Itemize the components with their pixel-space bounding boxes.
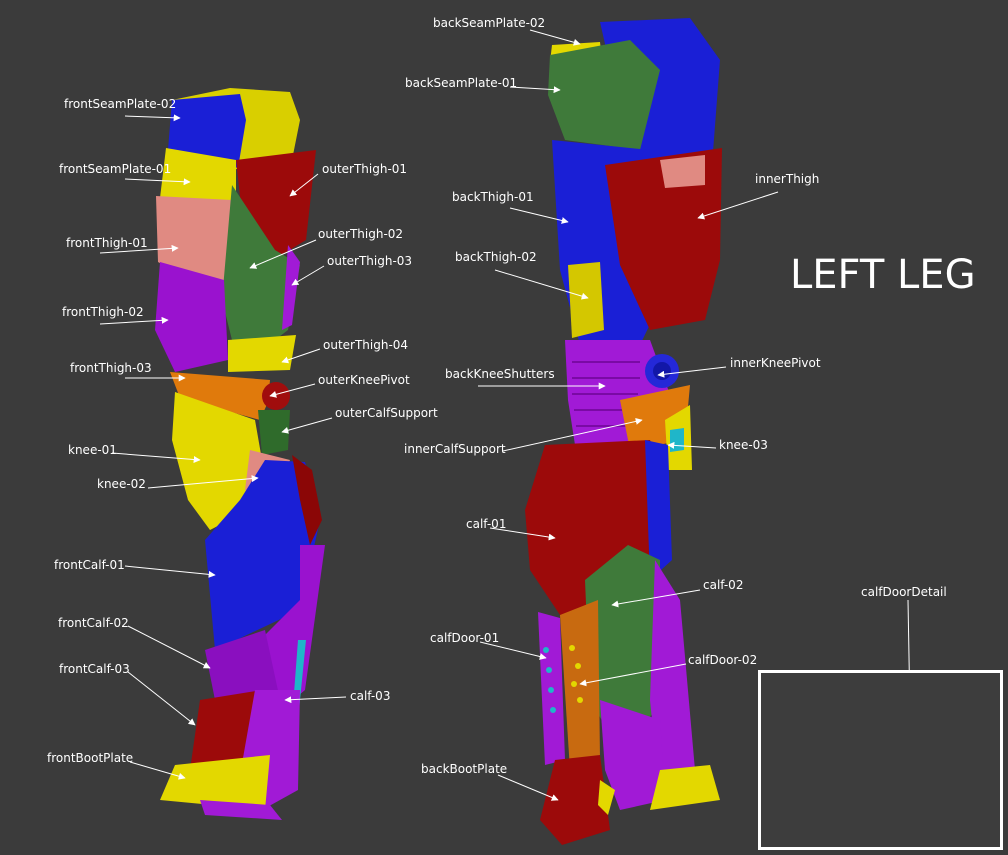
arrow-back-thigh-01 [509, 207, 569, 224]
label-back-thigh-01: backThigh-01 [452, 190, 534, 204]
label-back-seam-plate-01: backSeamPlate-01 [405, 76, 518, 90]
arrow-back-seam-plate-02 [529, 29, 581, 46]
arrow-front-thigh-01 [99, 244, 179, 254]
arrow-calf-02 [611, 589, 701, 608]
inner-thigh-salmon [660, 155, 705, 188]
outer-thigh-04-shape [228, 335, 296, 372]
label-knee-02: knee-02 [97, 477, 146, 491]
calf-door-02-shape [560, 600, 600, 770]
label-front-thigh-01: frontThigh-01 [66, 236, 148, 250]
label-front-seam-plate-02: frontSeamPlate-02 [64, 97, 177, 111]
back-seam-plate-01-shape [548, 40, 660, 150]
label-outer-knee-pivot: outerKneePivot [318, 373, 410, 387]
label-front-calf-03: frontCalf-03 [59, 662, 130, 676]
label-calf-03: calf-03 [350, 689, 391, 703]
arrow-outer-thigh-03 [291, 265, 325, 286]
label-calf-door-02: calfDoor-02 [688, 653, 758, 667]
arrow-front-calf-01 [124, 565, 216, 578]
front-thigh-02-shape [155, 262, 228, 372]
arrow-front-calf-03 [127, 671, 196, 726]
label-arrows [99, 29, 914, 801]
label-outer-thigh-03: outerThigh-03 [327, 254, 413, 268]
label-calf-01: calf-01 [466, 517, 507, 531]
arrow-inner-thigh [697, 191, 779, 220]
arrow-front-seam-plate-01 [124, 178, 191, 186]
outer-thigh-02-shape [222, 185, 300, 350]
label-calf-02: calf-02 [703, 578, 744, 592]
arrow-outer-thigh-01 [289, 173, 319, 197]
label-outer-thigh-04: outerThigh-04 [323, 338, 409, 352]
back-leg-model [525, 18, 722, 845]
knee-03-cyan [670, 428, 684, 452]
arrow-calf-door-01 [479, 641, 547, 660]
outer-knee-pivot-shape [262, 382, 290, 410]
label-outer-thigh-02: outerThigh-02 [318, 227, 404, 241]
back-boot-yellow [650, 765, 720, 810]
label-back-seam-plate-02: backSeamPlate-02 [433, 16, 546, 30]
arrow-front-calf-02 [127, 625, 211, 669]
label-outer-thigh-01: outerThigh-01 [322, 162, 408, 176]
label-front-thigh-02: frontThigh-02 [62, 305, 144, 319]
inner-thigh-shape [605, 148, 722, 330]
label-inner-calf-support: innerCalfSupport [404, 442, 506, 456]
label-front-boot-plate: frontBootPlate [47, 751, 134, 765]
front-calf-lower-purple [205, 630, 280, 700]
label-back-thigh-02: backThigh-02 [455, 250, 537, 264]
arrow-calf-door-02 [579, 663, 687, 687]
arrow-outer-thigh-04 [281, 348, 321, 364]
outer-calf-support-shape [258, 410, 290, 455]
back-thigh-02-shape [568, 262, 604, 338]
outer-thigh-03-shape [282, 245, 300, 330]
label-back-boot-plate: backBootPlate [421, 762, 508, 776]
front-thigh-01-shape [156, 196, 236, 300]
front-boot-plate-shape [160, 755, 270, 810]
arrow-inner-knee-pivot [657, 366, 727, 378]
label-calf-door-01: calfDoor-01 [430, 631, 500, 645]
arrow-back-thigh-02 [494, 269, 589, 300]
arrow-front-seam-plate-02 [124, 114, 181, 122]
front-seam-plate-01-shape [160, 148, 236, 205]
label-knee-01: knee-01 [68, 443, 117, 457]
back-lower-purple [600, 700, 665, 810]
back-boot-yellow-2 [598, 780, 615, 815]
label-calf-door-detail: calfDoorDetail [861, 585, 947, 599]
front-leg-model [155, 88, 325, 820]
label-inner-thigh: innerThigh [755, 172, 820, 186]
label-inner-knee-pivot: innerKneePivot [730, 356, 821, 370]
label-back-knee-shutters: backKneeShutters [445, 367, 555, 381]
arrow-outer-knee-pivot [269, 383, 316, 398]
arrow-back-boot-plate [497, 774, 559, 801]
diagram-title: LEFT LEG [790, 252, 976, 298]
back-boot-plate-shape [540, 755, 610, 845]
arrow-front-thigh-02 [99, 316, 169, 325]
label-front-calf-01: frontCalf-01 [54, 558, 125, 572]
label-front-thigh-03: frontThigh-03 [70, 361, 152, 375]
arrow-inner-calf-support [502, 417, 643, 452]
arrow-knee-01 [111, 452, 201, 463]
label-knee-03: knee-03 [719, 438, 768, 452]
arrow-knee-02 [147, 475, 259, 489]
calf-red-strip [292, 455, 322, 545]
arrow-calf-03 [284, 696, 347, 704]
front-seam-plate-02-blue [168, 94, 246, 168]
inner-knee-pivot-inner [653, 362, 671, 380]
calf-blue-side [645, 440, 672, 580]
arrow-knee-03 [667, 441, 717, 449]
label-outer-calf-support: outerCalfSupport [335, 406, 438, 420]
calf-door-detail-inset [758, 670, 1003, 850]
arrow-calf-01 [489, 527, 556, 541]
front-calf-01-shape [205, 460, 320, 650]
front-calf-02-shape [260, 545, 325, 720]
arrow-back-seam-plate-01 [509, 86, 561, 94]
arrow-outer-calf-support [281, 417, 333, 434]
arrow-front-boot-plate [129, 761, 186, 780]
calf-door-dots [543, 645, 583, 713]
label-front-calf-02: frontCalf-02 [58, 616, 129, 630]
arrow-outer-thigh-02 [249, 239, 317, 269]
label-front-seam-plate-01: frontSeamPlate-01 [59, 162, 172, 176]
front-thigh-03-shape [170, 372, 270, 420]
front-boot-plate-purple [200, 800, 282, 820]
